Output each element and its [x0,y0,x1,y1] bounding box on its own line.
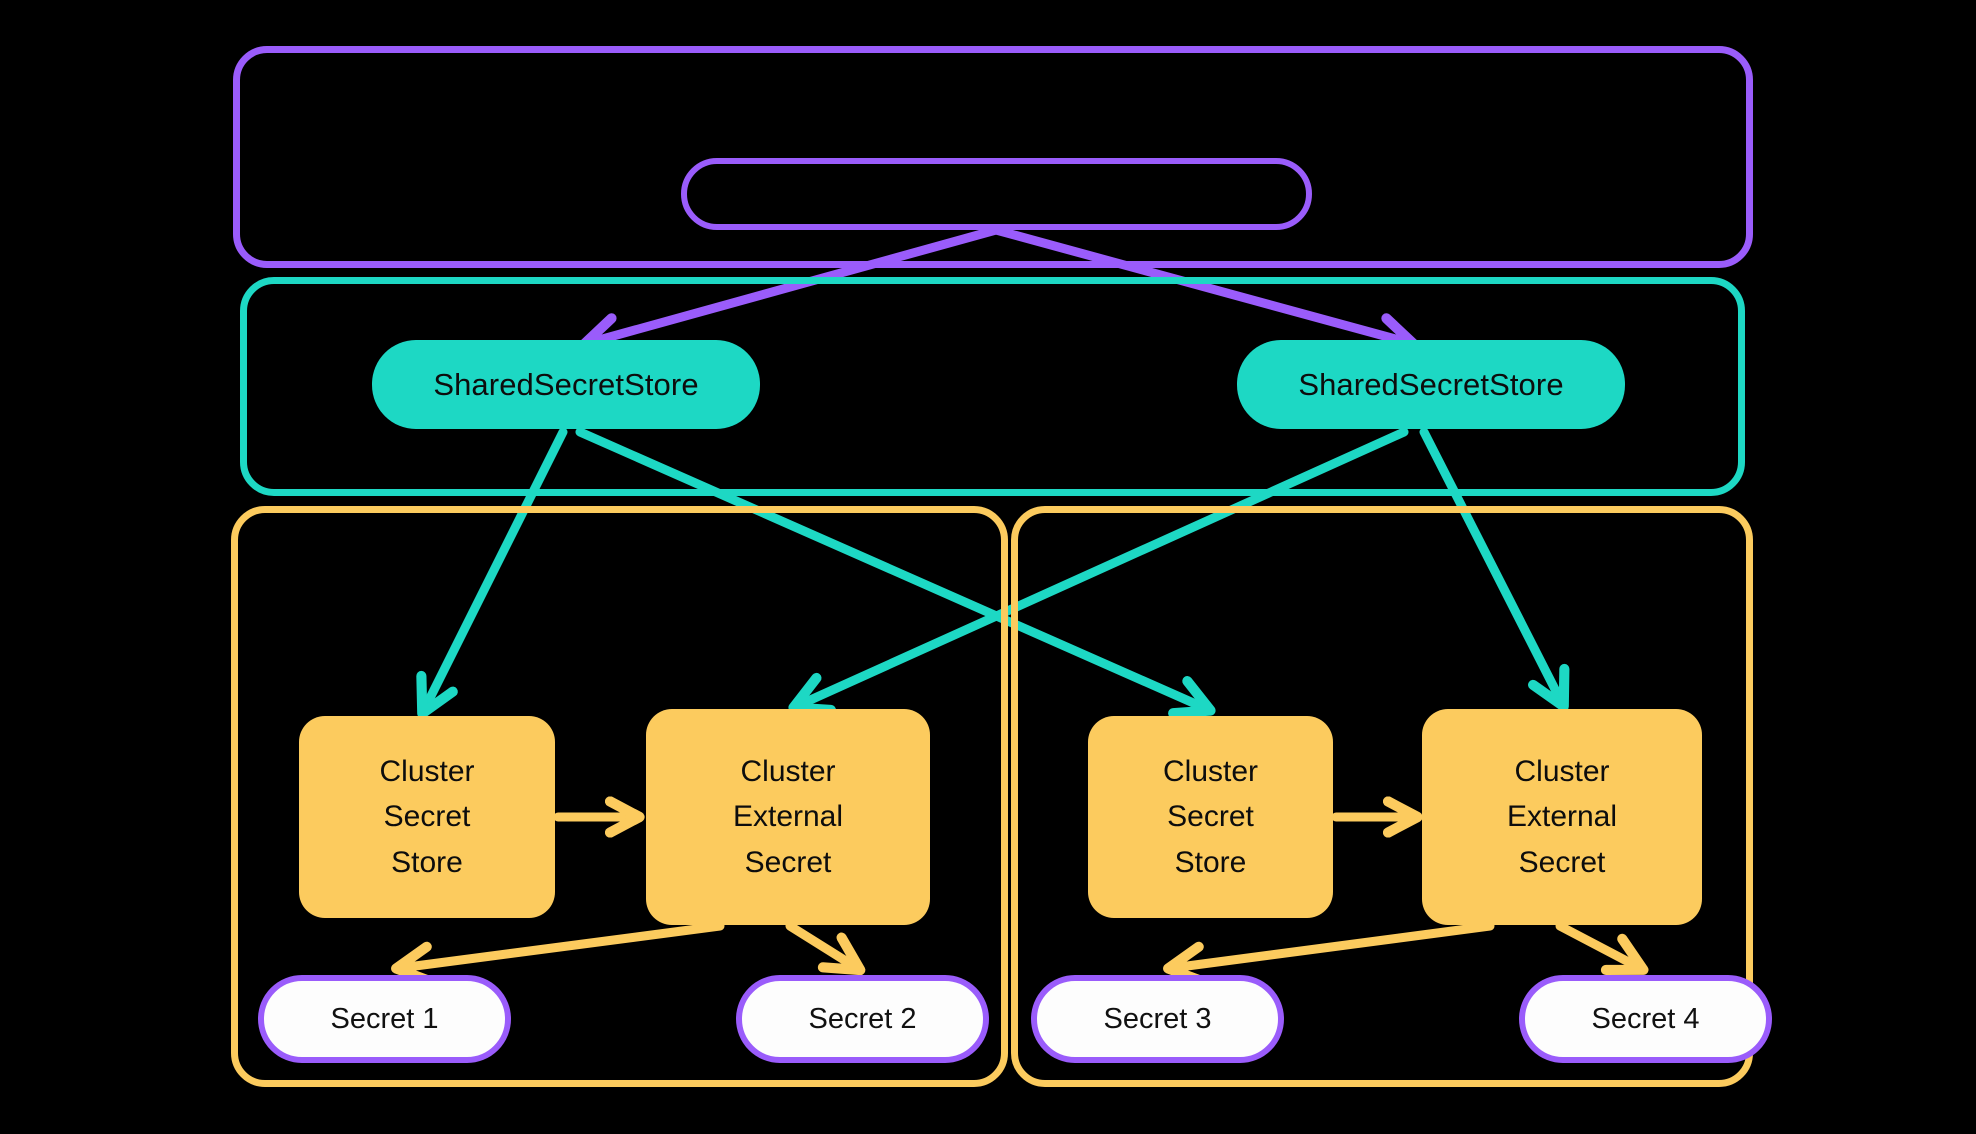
node-secret-4[interactable]: Secret 4 [1519,975,1772,1063]
operator-pill[interactable] [681,158,1312,230]
edge-shared-right-to-cluster-external-secret-a [788,427,1409,716]
node-cluster-secret-store-b[interactable]: Cluster Secret Store [1088,716,1333,918]
node-cluster-external-secret-a-line-2: External [732,800,844,834]
node-cluster-external-secret-b-line-2: External [1506,800,1618,834]
node-cluster-external-secret-a-line-1: Cluster [740,754,836,788]
node-cluster-secret-store-b-line-2: Secret [1167,800,1254,834]
node-cluster-external-secret-b-line-3: Secret [1518,845,1606,879]
node-cluster-external-secret-a-line-3: Secret [744,845,832,879]
node-cluster-external-secret-a[interactable]: Cluster External Secret [646,709,930,925]
node-shared-secret-store-right-label: SharedSecretStore [1298,366,1564,402]
node-secret-3[interactable]: Secret 3 [1031,975,1284,1063]
node-cluster-external-secret-b-line-1: Cluster [1514,754,1610,788]
node-secret-2-label: Secret 2 [808,1002,917,1035]
node-cluster-secret-store-a-line-1: Cluster [379,754,475,788]
frame-cluster-a [231,506,1008,1087]
node-cluster-secret-store-b-line-1: Cluster [1162,754,1259,788]
edge-ces-a-to-secret-1 [391,921,725,987]
edge-ces-a-to-secret-2 [785,921,866,976]
edge-shared-left-to-cluster-secret-store-a [416,427,568,719]
frame-cluster-global [233,46,1753,268]
node-cluster-secret-store-a-line-3: Store [391,845,463,879]
node-secret-2[interactable]: Secret 2 [736,975,989,1063]
edge-shared-right-to-cluster-external-secret-b [1419,427,1570,712]
node-cluster-secret-store-a[interactable]: Cluster Secret Store [299,716,555,918]
node-secret-3-label: Secret 3 [1103,1002,1212,1035]
node-shared-secret-store-left[interactable]: SharedSecretStore [372,340,760,429]
node-shared-secret-store-left-label: SharedSecretStore [433,366,699,402]
node-shared-secret-store-right[interactable]: SharedSecretStore [1237,340,1625,429]
edge-ces-b-to-secret-4 [1555,921,1649,976]
node-secret-4-label: Secret 4 [1591,1002,1700,1035]
edge-operator-to-shared-store-right [991,225,1419,358]
node-cluster-secret-store-a-line-2: Secret [383,800,471,834]
edge-ces-b-to-secret-3 [1163,921,1495,987]
edge-shared-left-to-cluster-secret-store-b [575,427,1216,719]
edge-operator-to-shared-store-left [579,225,1001,358]
node-cluster-secret-store-b-line-3: Store [1174,845,1247,879]
node-cluster-external-secret-b[interactable]: Cluster External Secret [1422,709,1702,925]
node-secret-1-label: Secret 1 [330,1002,439,1035]
frame-cluster-b [1011,506,1753,1087]
node-secret-1[interactable]: Secret 1 [258,975,511,1063]
frame-shared-secret-stores [240,277,1745,496]
